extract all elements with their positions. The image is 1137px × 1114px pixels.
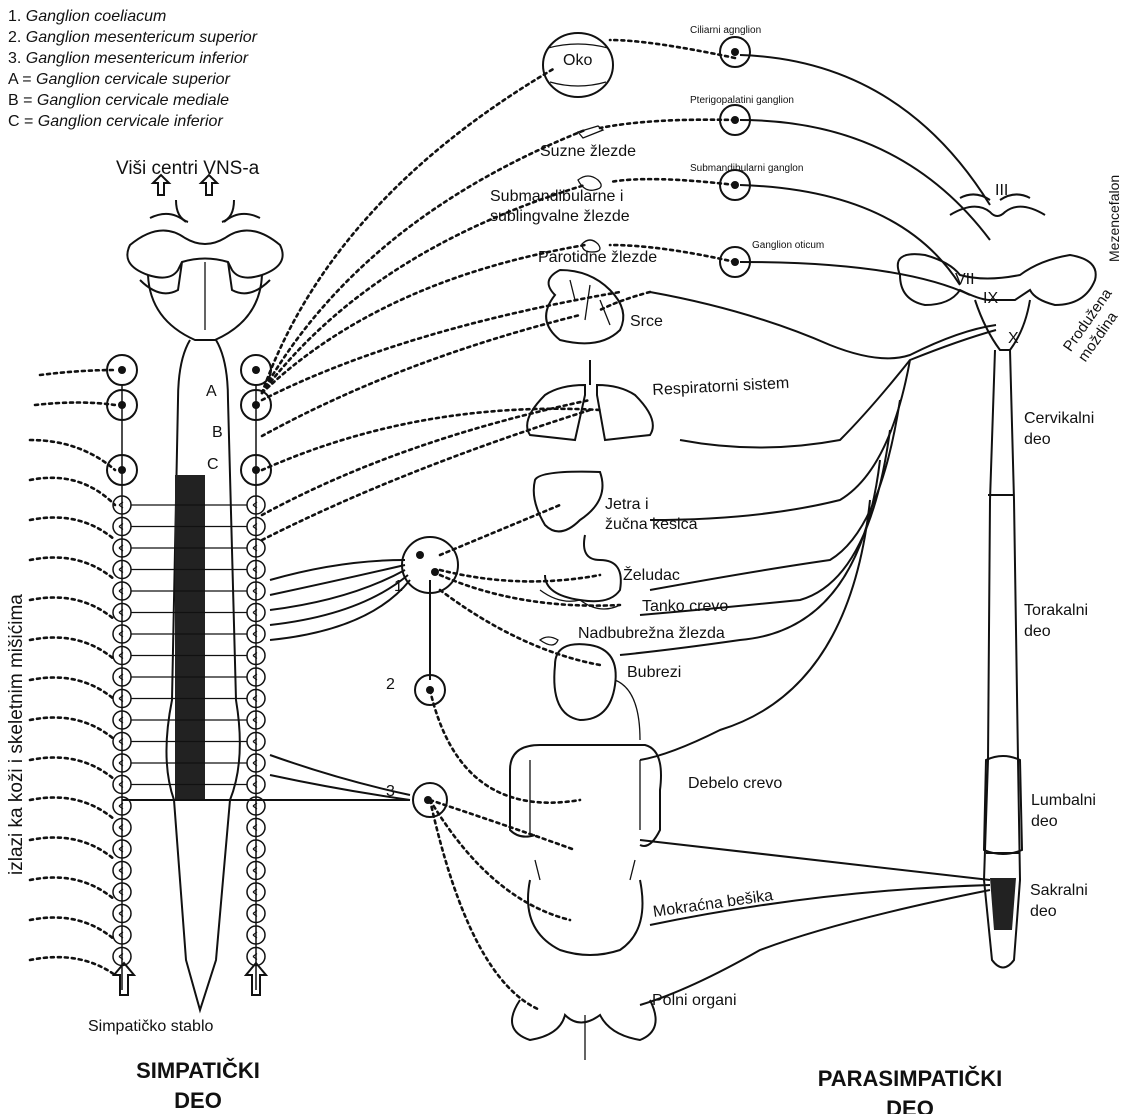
otic-ganglion-label: Ganglion oticum: [752, 240, 824, 251]
parasympathetic-brain: [898, 194, 1096, 350]
ganglion-a-label: A: [206, 383, 217, 401]
cranial-iii-label: III: [995, 182, 1008, 200]
lumbar-label: Lumbalni deo: [1031, 790, 1096, 832]
cranial-ix-label: IX: [983, 290, 998, 308]
parotid-label: Parotidne žlezde: [538, 249, 657, 267]
cervical-label: Cervikalni deo: [1024, 408, 1094, 450]
legend-item: B = Ganglion cervicale mediale: [8, 90, 257, 111]
kidneys-label: Bubrezi: [627, 664, 681, 682]
pterygopalatine-ganglion-label: Pterigopalatini ganglion: [690, 95, 794, 106]
heart-label: Srce: [630, 313, 663, 331]
submandibular-label-2: sublingvalne žlezde: [490, 208, 630, 226]
thoracic-label: Torakalni deo: [1024, 600, 1088, 642]
ciliary-ganglion-label: Ciliarni agnglion: [690, 25, 761, 36]
lacrimal-label: Suzne žlezde: [540, 143, 636, 161]
liver-label-1: Jetra i: [605, 496, 649, 514]
liver-label-2: žučna kesica: [605, 516, 698, 534]
legend-item: A = Ganglion cervicale superior: [8, 69, 257, 90]
ganglion-1-label: 1: [394, 578, 403, 596]
sacral-nerves: [640, 840, 990, 1005]
adrenal-label: Nadbubrežna žlezda: [578, 625, 725, 643]
eye-label: Oko: [563, 52, 592, 70]
cranial-nerves: [620, 55, 996, 760]
submandibular-label-1: Submandibularne i: [490, 188, 623, 206]
sacral-label: Sakralni deo: [1030, 880, 1088, 922]
legend-item: C = Ganglion cervicale inferior: [8, 111, 257, 132]
legend-item: 3. Ganglion mesentericum inferior: [8, 48, 257, 69]
parasympathetic-title: PARASIMPATIČKI DEO: [770, 1064, 1050, 1114]
stomach-label: Želudac: [623, 567, 680, 585]
splanchnic-nerves: [122, 560, 430, 800]
submandibular-ganglion-label: Submandibularni ganglon: [690, 163, 803, 174]
exits-label: izlazi ka koži i skeletnim mišićima: [6, 594, 28, 875]
legend: 1. Ganglion coeliacum 2. Ganglion mesent…: [8, 6, 257, 132]
genitals-label: Polni organi: [652, 992, 737, 1010]
ganglion-3-label: 3: [386, 783, 395, 801]
small-intestine-label: Tanko crevo: [642, 598, 728, 616]
legend-item: 2. Ganglion mesentericum superior: [8, 27, 257, 48]
parasympathetic-ganglia: [720, 37, 750, 277]
sympathetic-title: SIMPATIČKI DEO: [98, 1056, 298, 1114]
colon-label: Debelo crevo: [688, 775, 782, 793]
legend-item: 1. Ganglion coeliacum: [8, 6, 257, 27]
ganglion-b-label: B: [212, 424, 223, 442]
cranial-x-label: X: [1008, 330, 1019, 348]
higher-centers-label: Viši centri VNS-a: [116, 158, 259, 180]
cranial-vii-label: VII: [955, 271, 975, 289]
sympathetic-chain-label: Simpatičko stablo: [88, 1018, 213, 1036]
midbrain-label: Mezencefalon: [1106, 175, 1122, 262]
parasympathetic-spinal-cord: [984, 350, 1022, 968]
sympathetic-spinal-cord: [166, 340, 239, 1010]
ganglion-c-label: C: [207, 456, 219, 474]
ganglion-2-label: 2: [386, 676, 395, 694]
sympathetic-brain: [127, 200, 282, 340]
